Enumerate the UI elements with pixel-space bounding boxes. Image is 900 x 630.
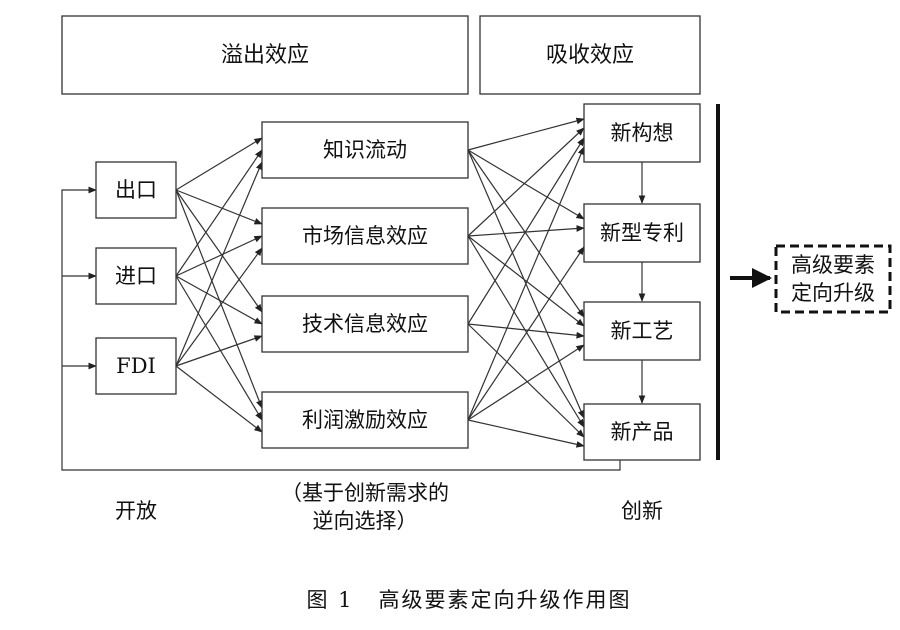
connector-effect1-step2	[467, 149, 585, 220]
effect-profit-incentive: 利润激励效应	[261, 391, 469, 449]
step-new-patent: 新型专利	[583, 203, 701, 263]
step-new-product-box	[583, 403, 701, 461]
connector-source1-effect3	[175, 189, 263, 313]
effect-profit-incentive-box	[261, 391, 469, 449]
connector-source1-effect2	[175, 189, 263, 225]
connector-source2-effect2	[175, 235, 263, 277]
connector-source3-effect3	[175, 335, 263, 367]
connector-effect2-step4	[467, 235, 585, 428]
source-export-box	[95, 161, 177, 219]
connector-source3-effect4	[175, 365, 263, 433]
effect-tech-info: 技术信息效应	[261, 295, 469, 353]
connector-source2-effect1	[175, 149, 263, 277]
effect-knowledge-flow: 知识流动	[261, 121, 469, 179]
connector-effect4-step2	[467, 246, 585, 421]
connector-source1-effect1	[175, 137, 263, 191]
connector-source3-effect1	[175, 161, 263, 367]
step-new-product: 新产品	[583, 403, 701, 461]
connector-effect1-step3	[467, 149, 585, 318]
connector-effect2-step1	[467, 127, 585, 237]
connector-effect3-step1	[467, 137, 585, 325]
step-new-process-box	[583, 301, 701, 361]
effect-tech-info-box	[261, 295, 469, 353]
step-new-idea-label: 新构想	[611, 121, 674, 145]
connector-effect4-step1	[467, 146, 585, 421]
result-box	[774, 244, 892, 314]
effect-market-info: 市场信息效应	[261, 207, 469, 265]
caption-title: 高级要素定向升级作用图	[379, 588, 632, 612]
connector-source2-effect3	[175, 275, 263, 325]
step-new-process: 新工艺	[583, 301, 701, 361]
connector-source1-effect4	[175, 189, 263, 409]
source-fdi: FDI	[95, 337, 177, 395]
connector-effect3-step4	[467, 323, 585, 438]
source-import-label: 进口	[115, 264, 157, 288]
step-new-patent-label: 新型专利	[600, 221, 684, 245]
connector-effect4-step3	[467, 344, 585, 421]
source-export-label: 出口	[115, 178, 157, 202]
spillover-effect-label: 溢出效应	[221, 43, 309, 68]
divider-bar	[716, 104, 720, 460]
step-new-product-label: 新产品	[611, 420, 674, 444]
spillover-effect-box	[61, 15, 469, 95]
connector-effect1-step1	[467, 117, 585, 151]
effect-knowledge-flow-box	[261, 121, 469, 179]
connector-source3-effect2	[175, 247, 263, 367]
source-export: 出口	[95, 161, 177, 219]
step-new-idea: 新构想	[583, 103, 701, 163]
caption-number: 图 1	[306, 588, 353, 612]
reverse-selection-line2: 逆向选择）	[313, 509, 418, 533]
connector-effect3-step3	[467, 323, 585, 339]
connector-effect4-step4	[467, 419, 585, 448]
effect-tech-info-label: 技术信息效应	[302, 312, 428, 336]
connector-effect2-step3	[467, 235, 585, 327]
absorption-effect-box	[479, 15, 701, 95]
connector-source2-effect4	[175, 275, 263, 421]
source-import: 进口	[95, 247, 177, 305]
open-label: 开放	[115, 499, 157, 523]
step-new-idea-box	[583, 103, 701, 163]
effect-market-info-box	[261, 207, 469, 265]
effect-market-info-label: 市场信息效应	[302, 224, 428, 248]
result-line1: 高级要素	[791, 253, 875, 277]
reverse-selection-line1: （基于创新需求的	[281, 481, 449, 505]
feedback-line-to-export	[61, 186, 621, 471]
source-import-box	[95, 247, 177, 305]
absorption-effect-label: 吸收效应	[546, 43, 634, 68]
source-fdi-box	[95, 337, 177, 395]
result-line2: 定向升级	[791, 281, 875, 305]
connector-lines	[175, 117, 585, 448]
innovation-label: 创新	[621, 499, 663, 523]
source-fdi-label: FDI	[116, 354, 156, 378]
effect-knowledge-flow-label: 知识流动	[323, 138, 407, 162]
step-new-process-label: 新工艺	[611, 319, 674, 343]
effect-profit-incentive-label: 利润激励效应	[302, 408, 428, 432]
step-new-patent-box	[583, 203, 701, 263]
